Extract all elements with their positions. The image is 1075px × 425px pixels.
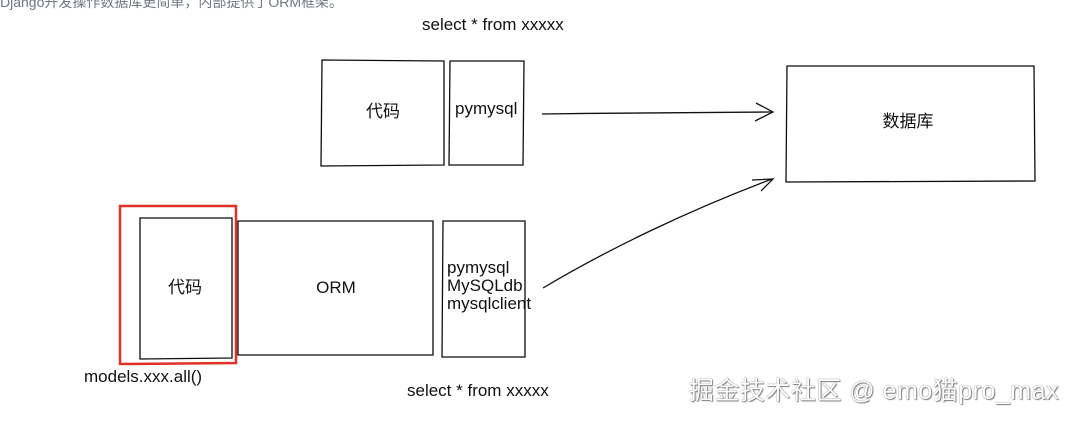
orm-code-label: 代码 (168, 278, 202, 298)
driver-item: MySQLdb (447, 275, 523, 295)
models-query-label: models.xxx.all() (84, 367, 203, 386)
bottom-arrow-head (751, 178, 775, 192)
highlight-box (118, 204, 238, 366)
database-box (785, 65, 1036, 183)
orm-box (237, 220, 434, 356)
driver-box (441, 220, 526, 358)
top-code-box (320, 59, 445, 167)
database-label: 数据库 (882, 112, 934, 132)
driver-item: pymysql (447, 258, 510, 277)
orm-code-box (139, 217, 233, 360)
top-arrow-head (754, 102, 775, 122)
watermark-text: 掘金技术社区 @ emo猫pro_max (688, 377, 1059, 405)
top-pymysql-box (448, 60, 525, 166)
bottom-arrow-line (542, 178, 773, 289)
driver-item: mysqlclient (447, 293, 532, 313)
driver-list: pymysql MySQLdb mysqlclient (447, 259, 531, 313)
top-arrow-line (541, 111, 772, 115)
bottom-select-text: select * from xxxxx (407, 381, 549, 400)
top-select-text: select * from xxxxx (422, 15, 564, 34)
top-code-label: 代码 (366, 102, 400, 122)
orm-label: ORM (316, 278, 356, 298)
article-text-fragment: Django开发操作数据库更简单，内部提供了ORM框架。 (0, 0, 344, 10)
top-pymysql-label: pymysql (455, 99, 518, 118)
